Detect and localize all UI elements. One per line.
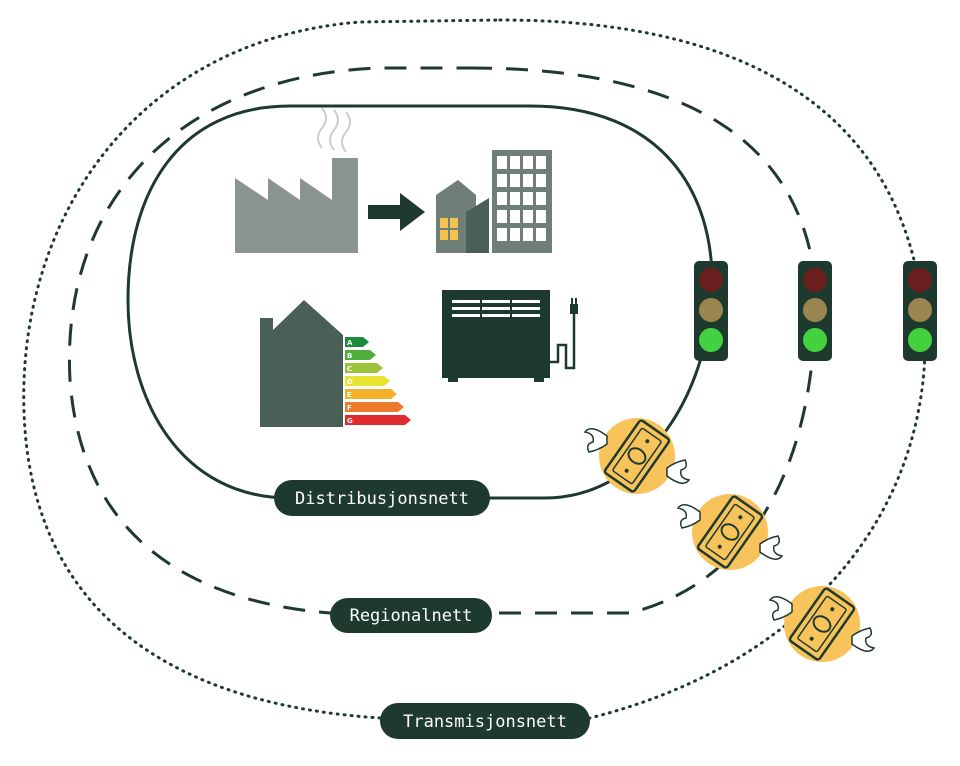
regional-ring — [67, 66, 817, 615]
building-window — [523, 210, 533, 223]
building-window — [497, 174, 507, 187]
building-window — [523, 174, 533, 187]
flying-money-icon — [583, 418, 691, 494]
energy-class-bar: D — [345, 376, 390, 386]
distribution-ring — [126, 104, 714, 500]
building-window — [510, 210, 520, 223]
traffic-light-icon — [798, 261, 832, 361]
energy-class-bar: E — [345, 389, 397, 399]
regional-label-text: Regionalnett — [350, 606, 473, 626]
arrow-right-icon — [368, 193, 425, 231]
building-window — [497, 192, 507, 205]
energy-class-arrow — [345, 350, 376, 360]
energy-class-letter: A — [347, 339, 353, 347]
building-window — [536, 174, 546, 187]
energy-class-bar: B — [345, 350, 376, 360]
building-window — [510, 156, 520, 169]
energy-class-arrow — [345, 402, 404, 412]
building-window — [523, 192, 533, 205]
energy-class-bar: A — [345, 337, 369, 347]
transmission-label: Transmisjonsnett — [380, 703, 590, 739]
traffic-light-icon — [903, 261, 937, 361]
energy-class-letter: G — [347, 417, 353, 425]
distribution-label: Distribusjonsnett — [274, 480, 490, 516]
energy-class-bar: F — [345, 402, 404, 412]
building-window — [497, 228, 507, 241]
building-window — [536, 192, 546, 205]
electric-heater-icon — [442, 290, 578, 382]
energy-class-arrow — [345, 376, 390, 386]
building-window — [523, 156, 533, 169]
regional-label: Regionalnett — [330, 598, 492, 633]
building-window — [523, 228, 533, 241]
energy-class-arrow — [345, 337, 369, 347]
energy-class-bar: C — [345, 363, 383, 373]
energy-class-letter: C — [347, 365, 352, 373]
building-window — [510, 192, 520, 205]
energy-class-letter: E — [347, 391, 352, 399]
factory-icon — [235, 107, 358, 253]
building-window — [536, 156, 546, 169]
building-window — [497, 156, 507, 169]
energy-class-bar: G — [345, 415, 411, 425]
building-window — [536, 228, 546, 241]
flying-money-icon — [768, 586, 876, 662]
building-window — [510, 228, 520, 241]
energy-class-arrow — [345, 389, 397, 399]
transmission-label-text: Transmisjonsnett — [403, 712, 567, 732]
traffic-light-icon — [694, 261, 728, 361]
energy-class-letter: F — [347, 404, 352, 412]
city-buildings-icon — [436, 150, 552, 253]
building-window — [536, 210, 546, 223]
energy-class-letter: B — [347, 352, 352, 360]
distribution-label-text: Distribusjonsnett — [295, 489, 469, 509]
building-window — [510, 174, 520, 187]
energy-class-letter: D — [347, 378, 353, 386]
energy-class-arrow — [345, 415, 411, 425]
building-window — [497, 210, 507, 223]
flying-money-icon — [676, 494, 784, 570]
energy-class-arrow — [345, 363, 383, 373]
